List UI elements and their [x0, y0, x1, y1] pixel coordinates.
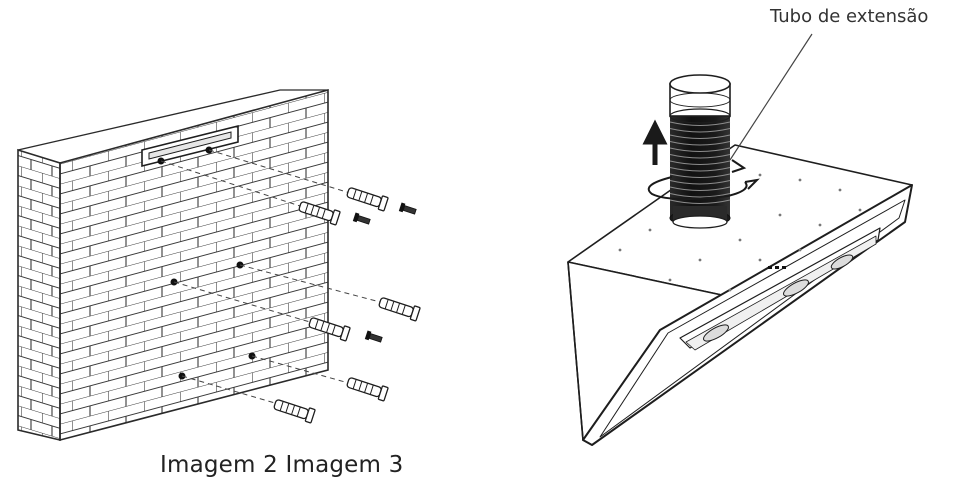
screw-icon [352, 212, 371, 225]
screw-icon [364, 330, 383, 343]
rotation-arrow-icon [647, 159, 760, 201]
figure-caption: Imagem 2 Imagem 3 [160, 452, 404, 478]
wall-anchor-icon [308, 317, 351, 342]
wall-anchor-icon [273, 399, 316, 424]
wall-anchor-icon [378, 297, 421, 322]
range-hood-icon [567, 144, 913, 446]
extension-tube-icon [669, 74, 731, 229]
extension-tube-label: Tubo de extensão [770, 6, 929, 27]
wall-anchors [273, 187, 421, 424]
screws [352, 202, 417, 343]
wall-anchor-icon [346, 187, 389, 212]
brick-wall-icon [17, 88, 329, 442]
wall-anchor-icon [346, 377, 389, 402]
filter-grilles [703, 254, 854, 342]
wall-anchor-icon [298, 201, 341, 226]
callout-leader [729, 33, 813, 161]
alignment-lines [160, 149, 381, 404]
control-panel [768, 266, 786, 269]
screw-icon [398, 202, 417, 215]
